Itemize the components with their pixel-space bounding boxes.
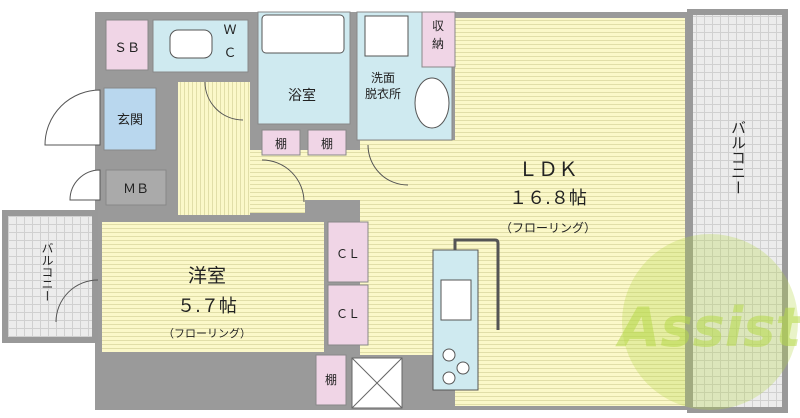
storage-label-2: 納 (432, 37, 444, 51)
ldk-door-icon (261, 159, 305, 203)
western-size-label: ５.７帖 (177, 296, 237, 317)
washroom-door-icon (367, 144, 409, 186)
hallway-lower (250, 155, 305, 213)
mb-label: ＭＢ (123, 182, 149, 197)
stove-burner-2 (456, 361, 470, 375)
western-room-ext (304, 222, 324, 352)
watermark-circle (622, 234, 798, 410)
shelf-2 (307, 129, 347, 156)
closet-label-1: ＣＬ (336, 247, 360, 261)
shelf-label-3: 棚 (325, 372, 337, 387)
balcony-right (687, 9, 788, 413)
sb-room (105, 19, 149, 71)
storage-label-1: 収 (432, 19, 444, 33)
shelf-1 (261, 129, 301, 156)
kitchen-wall (453, 238, 500, 330)
ldk-area (455, 18, 685, 406)
entrance-label: 玄関 (117, 113, 143, 128)
washer-space-icon (364, 15, 409, 57)
hallway (178, 82, 250, 215)
shelf-label-1: 棚 (275, 136, 287, 151)
wc-label-w: Ｗ (223, 23, 236, 38)
sb-label: ＳＢ (114, 41, 140, 56)
ldk-floor-label: （フローリング） (500, 221, 596, 235)
shelf-label-2: 棚 (321, 136, 333, 151)
kitchen-sink (440, 279, 472, 321)
closet-2 (327, 284, 369, 346)
balcony-door-icon (55, 279, 99, 323)
ldk-label: ＬＤＫ (518, 157, 578, 181)
storage-room (421, 11, 456, 68)
shelf-3 (315, 354, 347, 406)
western-room (102, 222, 304, 352)
balcony-right-label: バルコニー (729, 120, 747, 195)
wash-basin-icon (414, 77, 450, 129)
stove-burner-1 (442, 348, 456, 362)
ldk-size-label: １６.８帖 (509, 188, 587, 209)
western-floor-label: （フローリング） (163, 326, 251, 340)
bathtub-icon (261, 14, 345, 54)
stove-burner-3 (442, 371, 456, 385)
balcony-left-label: バルコニー (40, 242, 54, 302)
wc-label-c: Ｃ (223, 46, 236, 61)
balcony-left (2, 210, 98, 343)
mb-room (105, 169, 167, 206)
closet-1 (327, 221, 369, 283)
western-label: 洋室 (188, 265, 226, 287)
entrance-area (103, 87, 157, 151)
washroom-label-1: 洗面 (371, 71, 395, 85)
hall-door-icon (204, 81, 244, 121)
mb-door-icon (69, 169, 101, 201)
washroom-label-2: 脱衣所 (365, 86, 401, 101)
closet-label-2: ＣＬ (336, 307, 360, 321)
watermark-text: Assist (615, 296, 800, 359)
bath-label: 浴室 (288, 87, 316, 104)
entrance-door-icon (44, 89, 101, 146)
toilet-icon (169, 29, 213, 59)
